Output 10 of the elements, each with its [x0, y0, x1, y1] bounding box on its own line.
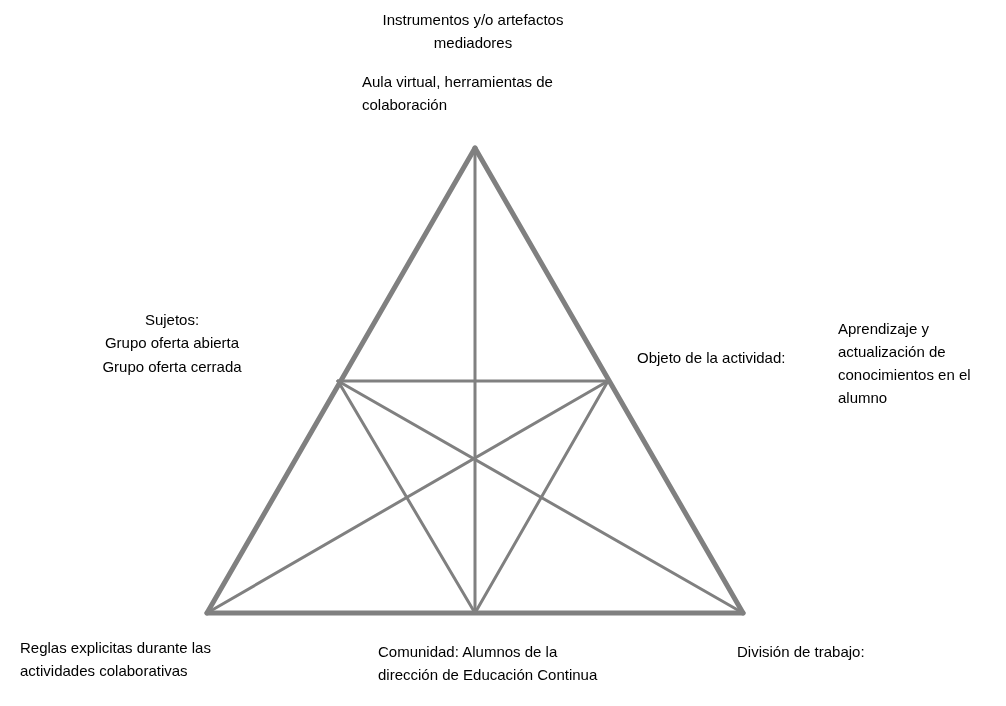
diagram-label: Aula virtual, herramientas de colaboración	[362, 72, 554, 115]
diagram-label: Comunidad: Alumnos de la dirección de Educación Continua	[378, 642, 598, 685]
diagram-label: Instrumentos y/o artefactos mediadores	[381, 10, 565, 53]
diagram-label: Sujetos:	[143, 310, 201, 330]
diagram-label: Reglas explicitas durante las actividades colaborativas	[20, 638, 212, 681]
diagram-label: División de trabajo:	[737, 642, 865, 662]
diagram-label: Grupo oferta abierta	[103, 333, 241, 353]
diagram-label: Grupo oferta cerrada	[101, 357, 243, 377]
diagram-label: Objeto de la actividad:	[637, 348, 786, 368]
diagram-label: Aprendizaje y actualización de conocimientos en el alumno	[838, 319, 972, 408]
